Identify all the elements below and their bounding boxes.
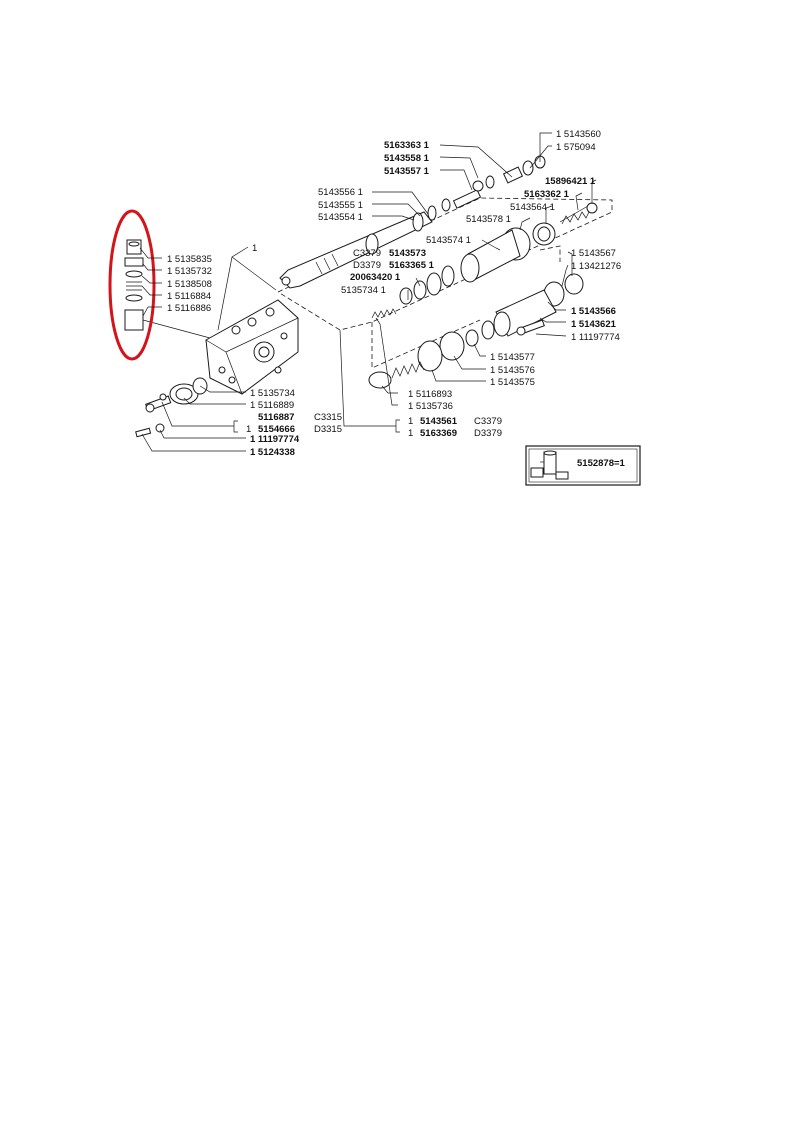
label-housing: 1	[252, 243, 257, 254]
repair-kit-box: 5152878=1	[525, 445, 641, 486]
label-5124338: 1 5124338	[250, 447, 295, 458]
label-5116887-variant: C3315	[314, 412, 342, 423]
label-5163369-variant: D3379	[474, 428, 502, 439]
label-13421276: 1 13421276	[571, 261, 621, 272]
label-5163365: 5163365 1	[389, 260, 435, 271]
label-5143560: 1 5143560	[556, 129, 601, 140]
part-labels: 5163363 1 5143558 1 5143557 1 1 5143560 …	[167, 129, 621, 458]
label-5116886: 1 5116886	[167, 303, 211, 314]
label-5135835: 1 5135835	[167, 254, 212, 265]
label-5143577: 1 5143577	[490, 352, 535, 363]
check-valve-stack	[124, 239, 211, 339]
label-5143558: 5143558 1	[384, 153, 430, 164]
label-5116889: 1 5116889	[250, 400, 294, 411]
label-5154666-variant: D3315	[314, 424, 342, 435]
label-5163369: 5163369	[420, 428, 457, 439]
label-5135734-upper: 5135734 1	[341, 285, 386, 296]
label-5138508: 1 5138508	[167, 279, 212, 290]
label-5135734-lower: 1 5135734	[250, 388, 295, 399]
label-575094: 1 575094	[556, 142, 596, 153]
leader-lines	[139, 132, 597, 452]
label-5143561-qty: 1	[408, 416, 413, 427]
label-5143574: 5143574 1	[426, 235, 471, 246]
label-5143564: 5143564 1	[510, 202, 555, 213]
label-5116884: 1 5116884	[167, 291, 211, 302]
label-5143555: 5143555 1	[318, 200, 363, 211]
kit-parts-icon	[530, 450, 569, 480]
label-11197774-right: 1 11197774	[571, 332, 620, 343]
label-5135732: 1 5135732	[167, 266, 212, 277]
label-5143557: 5143557 1	[384, 166, 430, 177]
label-5143561-variant: C3379	[474, 416, 502, 427]
label-5143578: 5143578 1	[466, 214, 511, 225]
left-lower-parts	[135, 377, 208, 438]
label-5143576: 1 5143576	[490, 365, 535, 376]
label-20063420: 20063420 1	[350, 272, 401, 283]
label-5143621: 1 5143621	[571, 319, 617, 330]
label-5163363: 5163363 1	[384, 140, 430, 151]
label-5163362: 5163362 1	[524, 189, 570, 200]
label-5143575: 1 5143575	[490, 377, 535, 388]
label-5143567: 1 5143567	[571, 248, 616, 259]
label-5143573: 5143573	[389, 248, 426, 259]
label-5116887: 5116887	[258, 412, 294, 423]
label-5154666-qty: 1	[246, 424, 251, 435]
spool-shaft	[279, 155, 546, 289]
label-5143556: 5143556 1	[318, 187, 363, 198]
label-5143561: 5143561	[420, 416, 458, 427]
label-variant-d3379: D3379	[353, 260, 381, 271]
label-5163369-qty: 1	[408, 428, 413, 439]
label-11197774-left: 1 11197774	[250, 434, 300, 445]
label-5143566: 1 5143566	[571, 306, 616, 317]
label-variant-c3379: C3379	[353, 248, 381, 259]
kit-label: 5152878=1	[577, 458, 626, 469]
label-15896421: 15896421 1	[545, 176, 596, 187]
label-5143554: 5143554 1	[318, 212, 363, 223]
valve-housing	[205, 299, 299, 395]
label-5116893: 1 5116893	[408, 389, 452, 400]
right-cluster-parts	[368, 202, 598, 389]
highlight-ellipse	[108, 209, 156, 361]
label-5135736: 1 5135736	[408, 401, 453, 412]
label-5154666: 5154666	[258, 424, 295, 435]
